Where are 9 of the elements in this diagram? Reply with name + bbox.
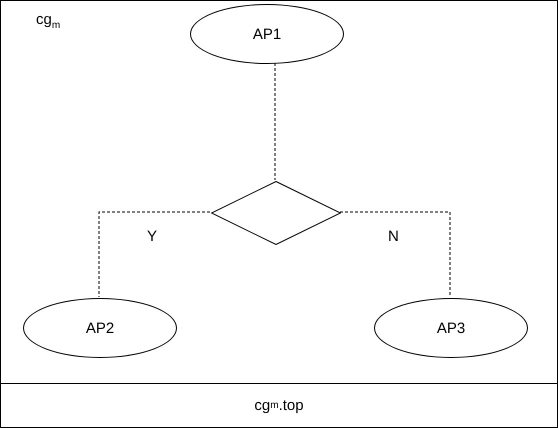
ellipse-node: AP3: [374, 298, 528, 358]
decision-diamond: [211, 181, 341, 245]
region-box: [0, 0, 558, 384]
connector-line: [274, 62, 276, 180]
connector-line: [98, 212, 210, 298]
region-title: cg$_{m}$: [36, 11, 60, 31]
connector-line: [340, 212, 450, 298]
ellipse-node: AP2: [23, 298, 177, 358]
ellipse-node: AP1: [190, 4, 344, 64]
